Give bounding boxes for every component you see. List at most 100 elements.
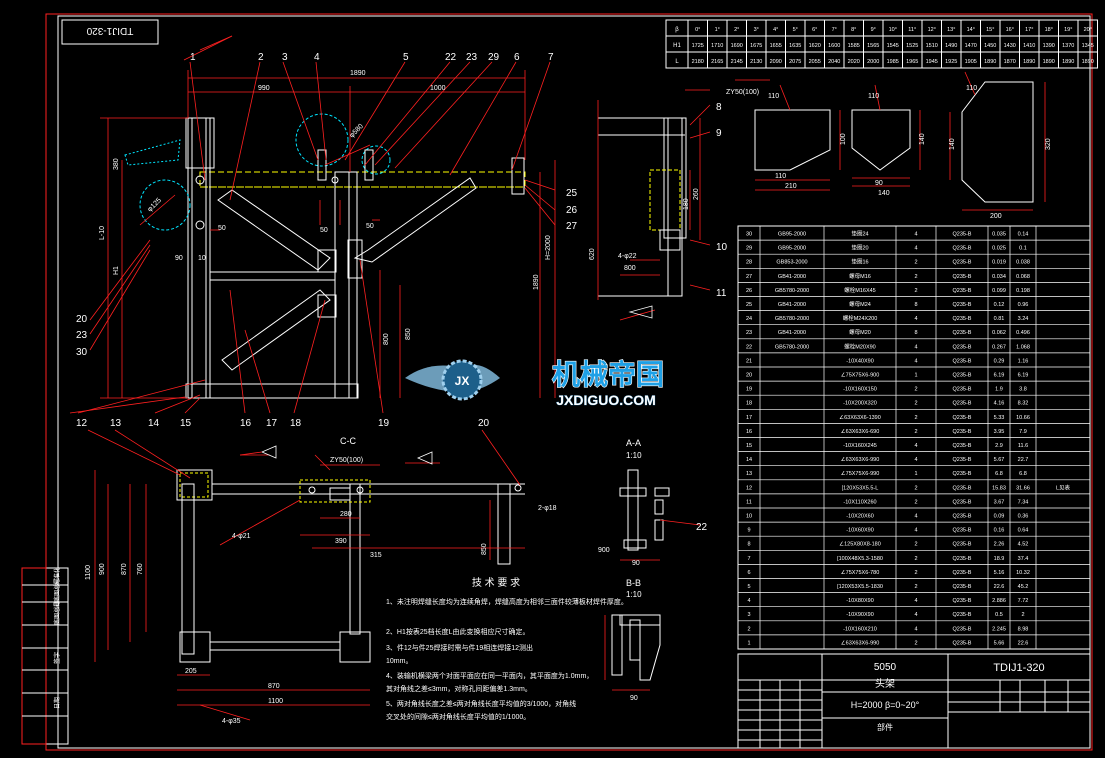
tech-req-item: 4、装输机横梁两个对面平面应在同一平面内，其平面度为1.0mm， bbox=[386, 671, 593, 680]
dim-320: 320 bbox=[1045, 138, 1052, 150]
dim-90b: 90 bbox=[875, 180, 883, 187]
dim-4-phi22: 4-φ22 bbox=[618, 253, 637, 260]
parts-cell: [100X48X5.3-1580 bbox=[837, 556, 883, 562]
parts-cell: 7.72 bbox=[1018, 598, 1029, 604]
callout-19: 19 bbox=[378, 418, 390, 429]
callout-10: 10 bbox=[716, 242, 728, 253]
parts-cell: Q235-B bbox=[953, 584, 972, 590]
callout-8: 8 bbox=[716, 102, 722, 113]
parts-cell: 0.068 bbox=[1016, 274, 1030, 280]
angle-cell: 1345 bbox=[1082, 43, 1094, 49]
height-angle-params: H=2000 β=0~20° bbox=[851, 700, 920, 710]
dim-80: 90 bbox=[632, 560, 640, 567]
tech-req-item: 10mm。 bbox=[386, 658, 412, 665]
angle-cell: 12° bbox=[928, 27, 936, 33]
angle-table: βH1L0°1°2°3°4°5°6°7°8°9°10°11°12°13°14°1… bbox=[665, 19, 1098, 69]
dim-H2000: H=2000 bbox=[545, 235, 552, 260]
section-bb-dimensions bbox=[604, 615, 650, 691]
parts-cell: 0.198 bbox=[1016, 288, 1030, 294]
parts-cell: 垫圈16 bbox=[851, 258, 868, 266]
parts-cell: 0.81 bbox=[994, 316, 1005, 322]
parts-cell: 2 bbox=[914, 485, 917, 491]
dim-90: 90 bbox=[175, 255, 183, 262]
parts-cell: Q235-B bbox=[953, 485, 972, 491]
dim-850: 850 bbox=[405, 328, 412, 340]
parts-cell: ∠125X80X8-180 bbox=[839, 541, 881, 548]
sidebar-label: 签字 bbox=[53, 652, 61, 664]
dim-280: 280 bbox=[340, 511, 352, 518]
brand-name: 机械帝国 bbox=[552, 358, 664, 390]
parts-cell: ∠75X75X6-900 bbox=[841, 372, 880, 379]
parts-cell: [120X53X5.5-1830 bbox=[837, 584, 883, 590]
callout-9: 9 bbox=[716, 128, 722, 139]
parts-cell: 5 bbox=[747, 584, 750, 590]
dim-180: 180 bbox=[683, 198, 690, 210]
dim-4-phi21: 4-φ21 bbox=[232, 533, 251, 540]
dimension-texts: 1890 990 1000 380 L-10 H1 H=2000 1890 85… bbox=[85, 70, 1052, 725]
callout-28: 27 bbox=[566, 221, 578, 232]
parts-cell: 0.36 bbox=[1018, 514, 1029, 520]
parts-cell: 2 bbox=[914, 556, 917, 562]
parts-cell: 2 bbox=[914, 640, 917, 646]
parts-cell: Q235-B bbox=[953, 528, 972, 534]
parts-cell: Q235-B bbox=[953, 443, 972, 449]
parts-cell: Q235-B bbox=[953, 358, 972, 364]
parts-cell: ∠75X75X6-990 bbox=[841, 470, 880, 477]
parts-cell: Q235-B bbox=[953, 598, 972, 604]
parts-cell: 1.9 bbox=[995, 387, 1003, 393]
tech-req-title: 技 术 要 求 bbox=[472, 576, 520, 589]
dim-90c: 90 bbox=[630, 695, 638, 702]
angle-cell: 2180 bbox=[692, 59, 704, 65]
callout-11: 11 bbox=[716, 288, 727, 299]
section-labels: C-C A-A 1:10 B-B 1:10 bbox=[340, 436, 642, 599]
callout-25: 23 bbox=[466, 52, 478, 63]
parts-cell: 22.6 bbox=[994, 584, 1005, 590]
parts-cell: 2 bbox=[914, 584, 917, 590]
parts-cell: ∠75X75X6-780 bbox=[841, 569, 880, 576]
parts-cell: Q235-B bbox=[953, 626, 972, 632]
angle-cell: 2040 bbox=[828, 59, 840, 65]
left-sidebar: 标准化 旧底图总号 底图总号 签字 日期 bbox=[21, 567, 69, 745]
angle-cell: 1635 bbox=[789, 43, 801, 49]
parts-cell: 0.14 bbox=[1018, 232, 1029, 238]
parts-cell: 0.267 bbox=[992, 344, 1006, 350]
angle-cell: 1° bbox=[715, 27, 720, 33]
parts-cell: 15.83 bbox=[992, 485, 1006, 491]
parts-cell: 21 bbox=[746, 358, 752, 364]
angle-cell: 13° bbox=[947, 27, 955, 33]
angle-cell: 1430 bbox=[1004, 43, 1016, 49]
weld-symbols bbox=[239, 305, 653, 471]
angle-cell: 2° bbox=[734, 27, 739, 33]
parts-cell: 6.8 bbox=[995, 471, 1003, 477]
dim-380: 380 bbox=[113, 158, 120, 170]
dim-900: 900 bbox=[99, 563, 106, 575]
parts-cell: 3.8 bbox=[1019, 387, 1027, 393]
parts-cell: 2 bbox=[914, 415, 917, 421]
parts-cell: Q235-B bbox=[953, 612, 972, 618]
tech-req-item: 2、H1按表25档长度L由此变换相应尺寸确定。 bbox=[386, 627, 530, 636]
angle-cell: 1890 bbox=[1023, 59, 1035, 65]
parts-cell: 10 bbox=[746, 514, 752, 520]
section-bb-scale: 1:10 bbox=[626, 590, 642, 599]
callout-1: 1 bbox=[190, 52, 196, 63]
angle-cell: 17° bbox=[1025, 27, 1033, 33]
parts-cell: 30 bbox=[746, 232, 752, 238]
dim-1890: 1890 bbox=[350, 70, 366, 77]
callout-12: 12 bbox=[76, 418, 88, 429]
parts-cell: GB853-2000 bbox=[776, 260, 807, 266]
badge-text: JX bbox=[455, 374, 470, 388]
parts-cell: 2 bbox=[1021, 612, 1024, 618]
parts-cell: 25 bbox=[746, 302, 752, 308]
parts-cell: 17 bbox=[746, 415, 752, 421]
angle-cell: 6° bbox=[812, 27, 817, 33]
parts-cell: 4 bbox=[914, 514, 917, 520]
angle-cell: 1470 bbox=[965, 43, 977, 49]
parts-cell: 29 bbox=[746, 246, 752, 252]
parts-cell: Q235-B bbox=[953, 288, 972, 294]
parts-cell: 1 bbox=[914, 471, 917, 477]
angle-cell: 1370 bbox=[1062, 43, 1074, 49]
parts-cell: -10X160X245 bbox=[843, 443, 877, 449]
callout-22b: 22 bbox=[696, 522, 708, 533]
